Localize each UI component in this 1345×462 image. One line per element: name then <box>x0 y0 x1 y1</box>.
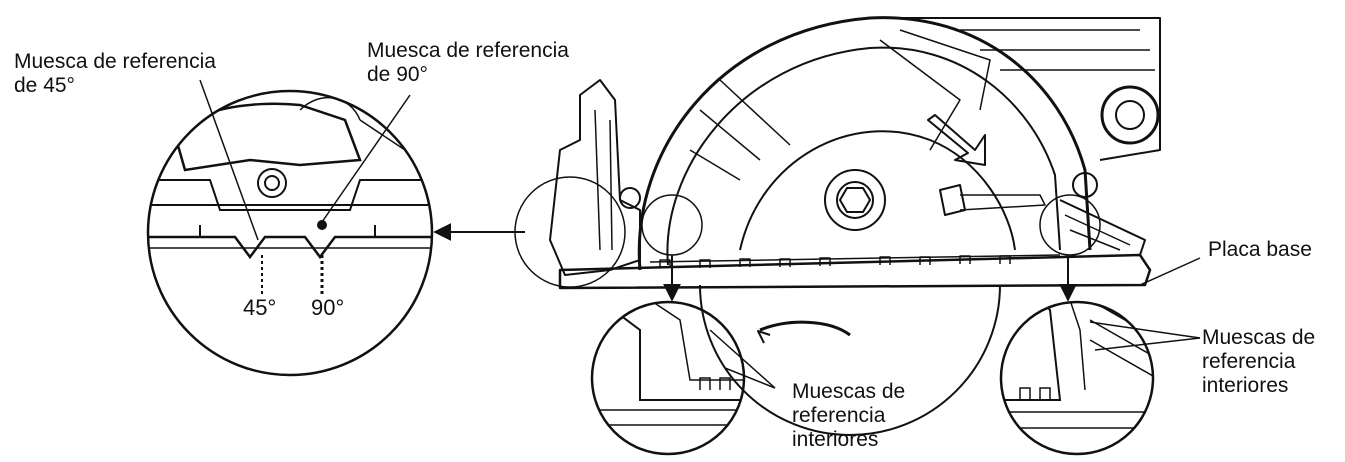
label-notch-45-line1: Muesca de referencia <box>14 50 216 73</box>
motor-housing <box>900 17 1161 161</box>
leader-45 <box>199 79 259 241</box>
front-bevel-bracket <box>549 79 641 276</box>
label-inner-notches-left-line1: Muescas de <box>792 380 906 403</box>
saw-blade <box>699 284 1001 436</box>
label-notch-45-line2: de 45° <box>14 74 75 97</box>
base-plate <box>558 253 1152 290</box>
zoom-source-inner-left <box>641 194 703 256</box>
label-inner-notches-left: Muescas de referencia interiores <box>792 380 905 452</box>
label-inner-notches-right-line1: Muescas de <box>1202 326 1316 349</box>
magnified-inner-right <box>999 300 1155 456</box>
rotation-arrow <box>927 114 986 166</box>
label-inner-notches-right-line3: interiores <box>1202 374 1289 397</box>
leader-inner-left-a <box>709 329 776 389</box>
leader-lines <box>199 79 1201 389</box>
label-notch-90-line2: de 90° <box>367 63 428 86</box>
label-inner-notches-right: Muescas de referencia interiores <box>1202 326 1315 398</box>
label-inner-notches-right-line2: referencia <box>1202 350 1296 373</box>
leader-base-plate <box>1139 257 1201 286</box>
blade-guard <box>637 16 1092 271</box>
magnified-inner-left <box>590 300 746 456</box>
angle-label-45: 45° <box>243 295 277 320</box>
label-inner-notches-left-line3: interiores <box>792 428 879 451</box>
arbor-nut <box>824 169 886 231</box>
label-notch-45: Muesca de referencia de 45° <box>14 50 216 98</box>
leader-inner-left-b <box>724 367 776 389</box>
label-inner-notches-left-line2: referencia <box>792 404 886 427</box>
label-notch-90: Muesca de referencia de 90° <box>367 39 569 87</box>
label-base-plate: Placa base <box>1208 238 1312 261</box>
leader-90 <box>321 94 411 223</box>
saw-body <box>514 16 1161 436</box>
notch-edge <box>148 235 432 260</box>
angle-label-90: 90° <box>311 295 345 320</box>
zoom-source-inner-right <box>1039 194 1101 256</box>
leader-inner-right-b <box>1094 337 1201 351</box>
leader-inner-right-a <box>1089 321 1201 339</box>
label-notch-90-line1: Muesca de referencia <box>367 39 569 62</box>
knob <box>1100 85 1160 145</box>
magnified-front-notch <box>146 89 434 377</box>
